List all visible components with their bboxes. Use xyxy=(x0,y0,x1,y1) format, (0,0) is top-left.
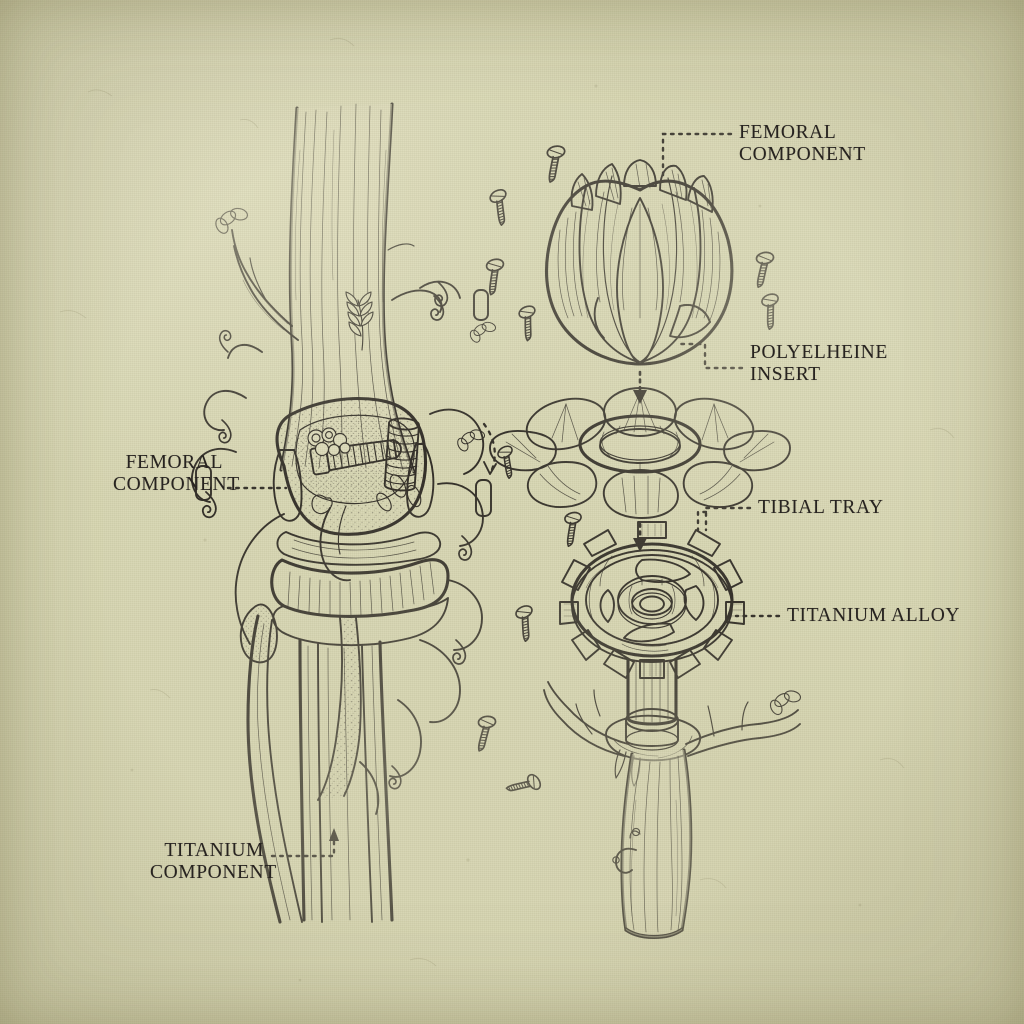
label-femoral-component-right: FEMORAL COMPONENT xyxy=(739,122,866,165)
leader-tibial-tray xyxy=(704,506,752,532)
leader-femoral-right xyxy=(661,132,733,178)
figure-knee-joint-anatomy xyxy=(191,102,497,924)
label-femoral-component-left: FEMORAL COMPONENT xyxy=(113,452,240,495)
label-polyethylene-insert: POLYELHEINE INSERT xyxy=(750,342,888,385)
figure-polyethylene-insert-flower xyxy=(489,387,791,519)
label-titanium-alloy: TITANIUM ALLOY xyxy=(787,605,961,626)
leader-polyethylene xyxy=(678,342,744,370)
label-titanium-component: TITANIUM COMPONENT xyxy=(150,840,277,883)
figure-tibial-tray-gear xyxy=(559,521,745,726)
label-tibial-tray: TIBIAL TRAY xyxy=(758,497,884,518)
figure-femoral-component-bud xyxy=(544,159,734,366)
